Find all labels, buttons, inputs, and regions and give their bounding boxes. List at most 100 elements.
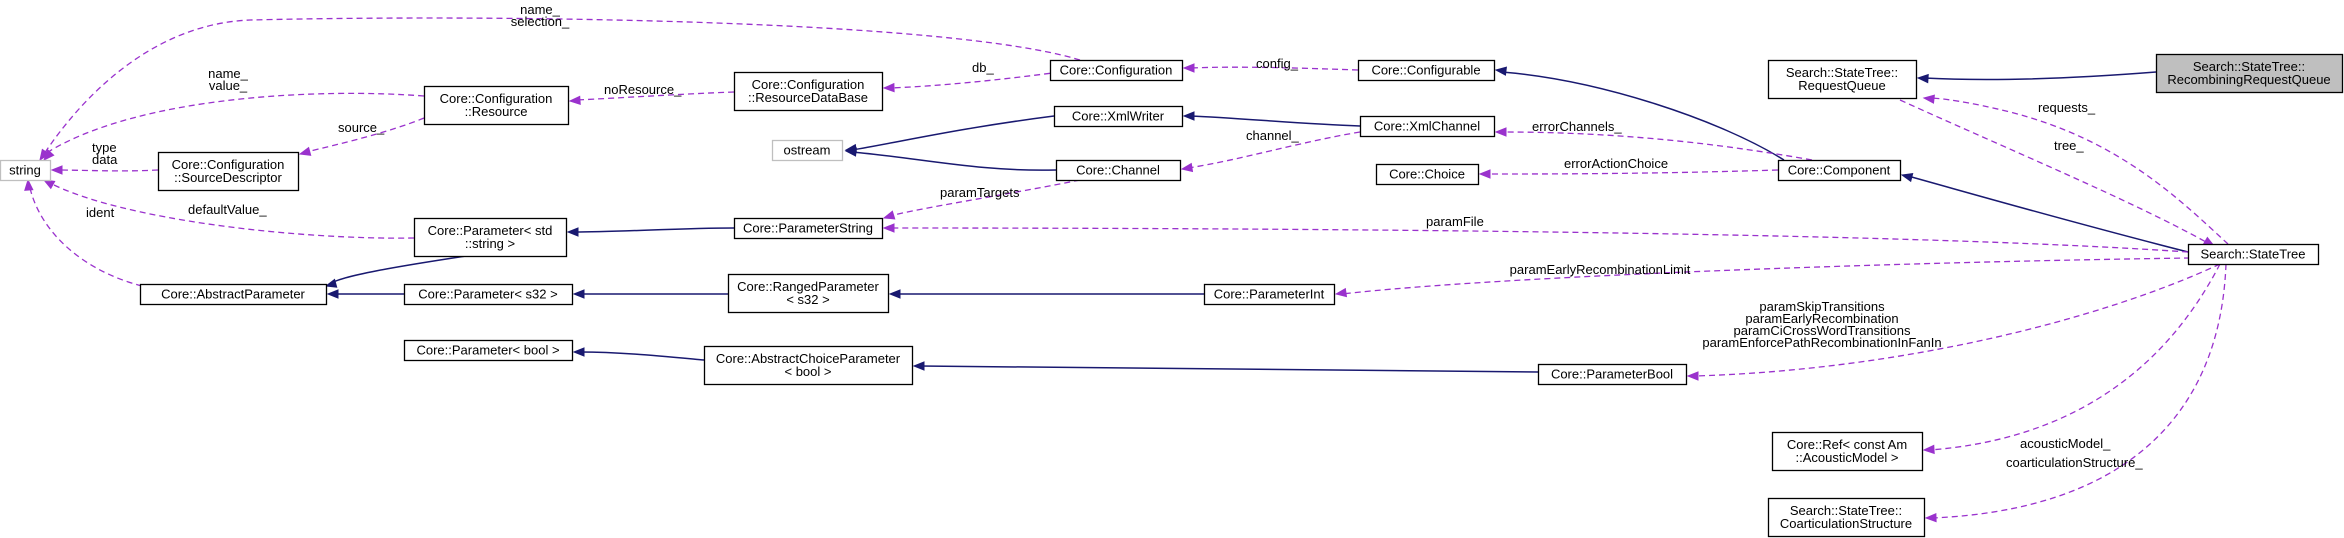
node-label: Core::Ref< const Am [1787, 437, 1907, 452]
class-node-abstractparam[interactable]: Core::AbstractParameter [139, 283, 328, 306]
node-label: Search::StateTree:: [1790, 503, 1902, 518]
edge-label-line: tree_ [2054, 138, 2084, 153]
edge-label: ident [86, 205, 115, 220]
node-label: Core::Configuration [440, 91, 553, 106]
node-label: Core::Parameter< s32 > [418, 287, 557, 302]
class-node-parambool[interactable]: Core::Parameter< bool > [403, 339, 574, 362]
edge-line [1485, 169, 1779, 175]
edge-label-line: coarticulationStructure_ [2006, 455, 2143, 470]
node-label: CoarticulationStructure [1780, 516, 1912, 531]
class-node-paramstdstring[interactable]: Core::Parameter< std::string > [413, 217, 568, 258]
edge-label-line: paramFile [1426, 214, 1484, 229]
node-label: Search::StateTree:: [1786, 65, 1898, 80]
edge-line [1189, 66, 1359, 71]
edge-line [47, 92, 425, 153]
arrowhead [324, 278, 338, 288]
node-box [771, 139, 844, 162]
class-node-configuration[interactable]: Core::Configuration [1049, 59, 1184, 82]
edge-line [57, 169, 159, 172]
edge-line [1501, 71, 1785, 161]
class-node-statetree[interactable]: Search::StateTree [2187, 243, 2320, 266]
edge-line [889, 227, 2189, 253]
class-node-recombining[interactable]: Search::StateTree::RecombiningRequestQue… [2155, 53, 2344, 94]
edge-e17 [1182, 111, 1361, 127]
class-node-xmlwriter[interactable]: Core::XmlWriter [1053, 105, 1184, 128]
edge-e20 [844, 147, 1057, 171]
edge-label: errorActionChoice [1564, 156, 1668, 171]
node-label: Core::Parameter< bool > [416, 343, 559, 358]
class-node-acousticref[interactable]: Core::Ref< const Am::AcousticModel > [1771, 431, 1924, 472]
arrowhead [566, 227, 579, 237]
edge-label: defaultValue_ [188, 202, 267, 217]
node-box [1203, 283, 1336, 306]
class-node-params32[interactable]: Core::Parameter< s32 > [403, 283, 574, 306]
class-node-sourcedesc[interactable]: Core::Configuration::SourceDescriptor [157, 151, 300, 192]
edge-label: noResource_ [604, 82, 682, 97]
arrowhead [882, 82, 895, 93]
class-node-choice[interactable]: Core::Choice [1375, 163, 1480, 186]
class-node-resource[interactable]: Core::Configuration::Resource [423, 85, 570, 126]
class-node-rangedparam[interactable]: Core::RangedParameter< s32 > [727, 273, 890, 314]
node-box [423, 85, 570, 126]
edge-line [1929, 263, 2221, 451]
edge-label-line: paramEarlyRecombination [1745, 311, 1898, 326]
edge-line [851, 115, 1055, 151]
edge-label: paramTargets [940, 185, 1020, 200]
edge-e14: ident [24, 178, 143, 287]
arrowhead [1922, 94, 1935, 104]
class-node-resourcedb[interactable]: Core::Configuration::ResourceDataBase [733, 71, 884, 112]
edge-line [305, 117, 425, 153]
arrowhead [1334, 287, 1348, 298]
node-label: Core::XmlChannel [1374, 119, 1480, 134]
class-node-paramint[interactable]: Core::ParameterInt [1203, 283, 1336, 306]
edge-line [919, 365, 1539, 373]
arrowhead [298, 146, 312, 156]
node-box [1537, 363, 1688, 386]
arrowhead [1916, 73, 1929, 84]
edge-e7: db_ [882, 60, 1061, 93]
edge-e22: paramFile [882, 214, 2189, 253]
node-box [1357, 59, 1496, 82]
class-node-component[interactable]: Core::Component [1777, 159, 1902, 182]
edge-e11: name_value_ [43, 66, 425, 162]
node-label: RequestQueue [1798, 78, 1885, 93]
node-box [1375, 163, 1480, 186]
class-node-string[interactable]: string [0, 159, 52, 182]
node-label: Core::Choice [1389, 167, 1465, 182]
edge-e30 [912, 361, 1539, 373]
class-node-coart[interactable]: Search::StateTree::CoarticulationStructu… [1767, 497, 1926, 538]
edges-layer: requests_tree_config_db_noResource_sourc… [24, 2, 2229, 523]
node-box [727, 273, 890, 314]
class-node-parameterbool[interactable]: Core::ParameterBool [1537, 363, 1688, 386]
arrowhead [1182, 63, 1195, 73]
edge-line [1929, 97, 2229, 245]
edge-e15: errorChannels_ [1494, 119, 1813, 161]
edge-e26 [888, 289, 1205, 299]
node-label: string [9, 163, 41, 178]
node-label: Core::AbstractParameter [161, 287, 305, 302]
edge-e2: requests_ [1922, 94, 2229, 245]
edge-e3: tree_ [1899, 99, 2216, 247]
edge-label-line: paramEarlyRecombinationLimit [1510, 262, 1691, 277]
node-box [1053, 105, 1184, 128]
node-box [413, 217, 568, 258]
edge-e27 [572, 289, 729, 299]
class-node-paramstring[interactable]: Core::ParameterString [733, 217, 884, 240]
class-node-ostream[interactable]: ostream [771, 139, 844, 162]
edge-e5 [1494, 66, 1785, 161]
edge-label-line: errorChannels_ [1532, 119, 1622, 134]
class-node-xmlchannel[interactable]: Core::XmlChannel [1359, 115, 1496, 138]
edge-label: paramFile [1426, 214, 1484, 229]
class-node-channel[interactable]: Core::Channel [1055, 159, 1182, 182]
edge-label: errorChannels_ [1532, 119, 1622, 134]
edge-label: channel_ [1246, 128, 1300, 143]
arrowhead [1686, 371, 1699, 381]
class-node-abstractchoice[interactable]: Core::AbstractChoiceParameter< bool > [703, 345, 914, 386]
class-node-requestqueue[interactable]: Search::StateTree::RequestQueue [1767, 59, 1918, 100]
node-box [703, 345, 914, 386]
node-label: ::string > [465, 236, 515, 251]
class-node-configurable[interactable]: Core::Configurable [1357, 59, 1496, 82]
arrowhead [844, 147, 857, 157]
